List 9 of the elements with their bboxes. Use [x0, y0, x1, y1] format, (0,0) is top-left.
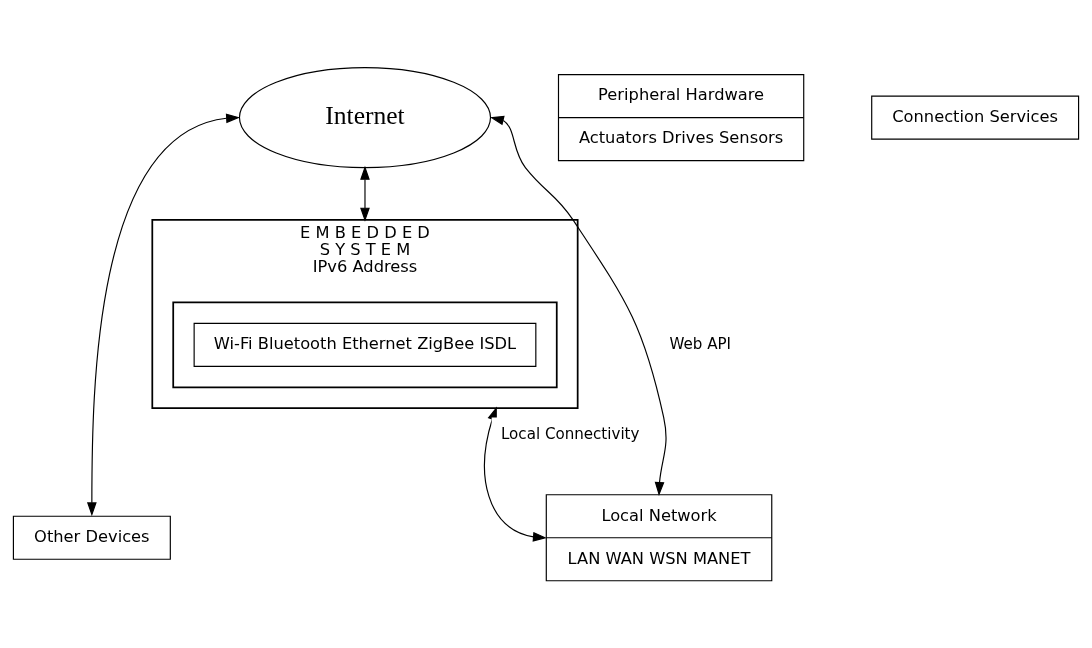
node-ellipse: Internet — [238, 66, 492, 168]
edge-label: Web API — [669, 334, 732, 353]
arrow — [360, 165, 370, 222]
node-box: Connection Services — [871, 95, 1080, 140]
cluster — [172, 301, 558, 388]
node-box: Other Devices — [12, 515, 171, 560]
arrow — [86, 112, 241, 516]
node-box: Wi-Fi Bluetooth Ethernet ZigBee ISDL — [193, 322, 537, 367]
edge-label: Local Connectivity — [500, 424, 640, 443]
